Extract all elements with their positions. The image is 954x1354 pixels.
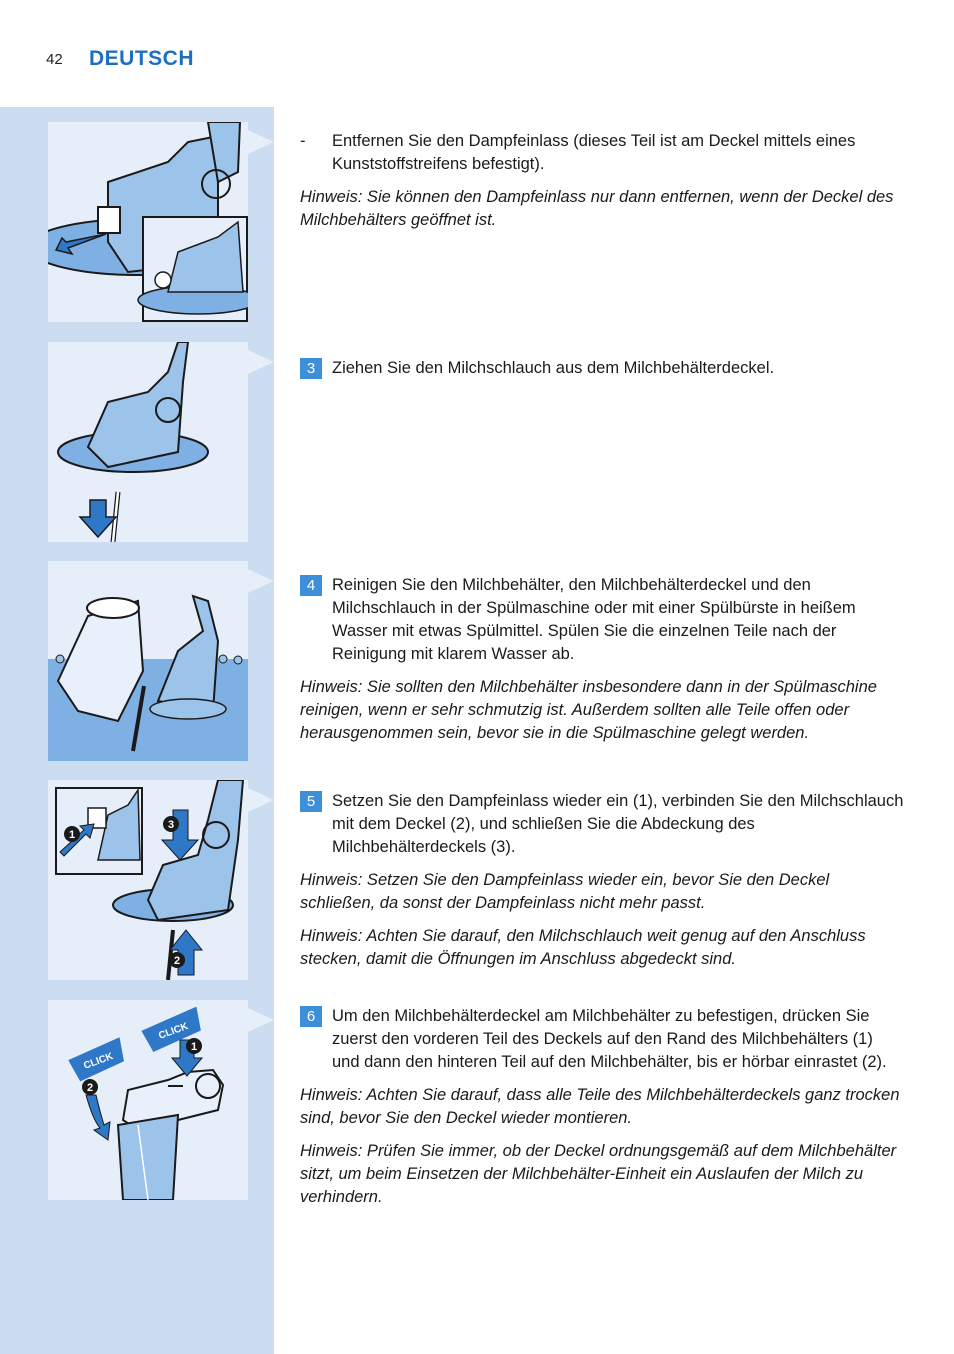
instruction-remove-steam-inlet: - Entfernen Sie den Dampfeinlass (dieses… bbox=[300, 130, 904, 232]
page-number: 42 bbox=[46, 51, 63, 68]
note: Hinweis: Achten Sie darauf, den Milchsch… bbox=[300, 927, 866, 968]
step-6: 6 Um den Milchbehälterdeckel am Milchbeh… bbox=[300, 1005, 904, 1209]
pointer-arrow bbox=[248, 350, 274, 374]
note: Hinweis: Setzen Sie den Dampfeinlass wie… bbox=[300, 871, 830, 912]
dash-mark: - bbox=[300, 132, 306, 150]
step-5: 5 Setzen Sie den Dampfeinlass wieder ein… bbox=[300, 790, 904, 971]
note: Hinweis: Sie können den Dampfeinlass nur… bbox=[300, 188, 894, 229]
step-number: 3 bbox=[300, 358, 322, 379]
note: Hinweis: Prüfen Sie immer, ob der Deckel… bbox=[300, 1142, 897, 1206]
illustration-reassemble: 1 3 2 bbox=[48, 780, 248, 980]
illustration-clean-parts bbox=[48, 561, 248, 761]
pointer-arrow bbox=[248, 569, 274, 593]
svg-text:3: 3 bbox=[168, 819, 174, 831]
step-number: 4 bbox=[300, 575, 322, 596]
step-badge-1: 1 bbox=[64, 826, 80, 842]
illustration-pull-milk-hose bbox=[48, 342, 248, 542]
step-text: Ziehen Sie den Milchschlauch aus dem Mil… bbox=[332, 359, 775, 377]
step-text: Um den Milchbehälterdeckel am Milchbehäl… bbox=[332, 1007, 887, 1071]
step-badge-1: 1 bbox=[186, 1038, 202, 1054]
svg-text:2: 2 bbox=[87, 1082, 93, 1094]
note: Hinweis: Sie sollten den Milchbehälter i… bbox=[300, 678, 877, 742]
dash-item: - Entfernen Sie den Dampfeinlass (dieses… bbox=[300, 130, 904, 176]
step-3: 3 Ziehen Sie den Milchschlauch aus dem M… bbox=[300, 357, 904, 380]
note: Hinweis: Achten Sie darauf, dass alle Te… bbox=[300, 1086, 900, 1127]
step-number: 6 bbox=[300, 1006, 322, 1027]
svg-text:2: 2 bbox=[174, 955, 180, 967]
step-text: Setzen Sie den Dampfeinlass wieder ein (… bbox=[332, 792, 904, 856]
pointer-arrow bbox=[248, 788, 274, 812]
illustration-attach-lid: CLICK CLICK 1 2 bbox=[48, 1000, 248, 1200]
step-4: 4 Reinigen Sie den Milchbehälter, den Mi… bbox=[300, 574, 904, 745]
step-badge-2: 2 bbox=[82, 1079, 98, 1095]
dash-text: Entfernen Sie den Dampfeinlass (dieses T… bbox=[332, 132, 856, 173]
svg-text:1: 1 bbox=[191, 1041, 197, 1053]
section-language-title: DEUTSCH bbox=[89, 47, 195, 70]
step-badge-3: 3 bbox=[163, 816, 179, 832]
svg-text:1: 1 bbox=[69, 829, 75, 841]
step-number: 5 bbox=[300, 791, 322, 812]
pointer-arrow bbox=[248, 1008, 274, 1032]
pointer-arrow bbox=[248, 130, 274, 154]
illustration-remove-steam-inlet bbox=[48, 122, 248, 322]
step-text: Reinigen Sie den Milchbehälter, den Milc… bbox=[332, 576, 856, 663]
step-badge-2: 2 bbox=[169, 952, 185, 968]
